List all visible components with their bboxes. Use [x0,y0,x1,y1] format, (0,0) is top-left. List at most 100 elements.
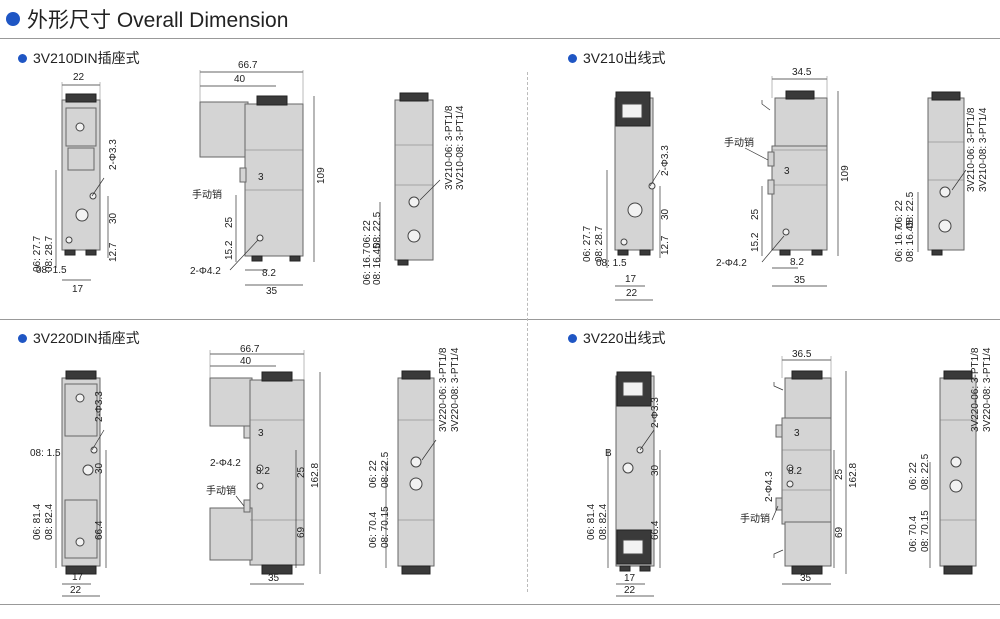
q2-d152: 15.2 [750,232,761,252]
q3-v08: 3V220-08: 3-PT1/4 [450,347,461,432]
section-bullet-icon [568,53,577,63]
q3-side-view [209,350,321,585]
q3-hole: 2-Φ4.2 [210,458,241,469]
q2-pt2: 2-Φ3.3 [660,145,671,176]
q4-end-view [929,370,977,575]
q1-h06: 06: 27.7 [32,235,43,272]
section-3v220-wire: 3V220出线式 [568,328,665,348]
q1-side-view [199,70,315,286]
q3-d664: 66.4 [94,520,105,540]
q4-q08: 08: 70.15 [920,510,931,552]
title-rule [0,38,1000,39]
q2-n3: 3 [784,166,790,177]
q2-w17: 17 [625,274,637,285]
q4-q06: 06: 70.4 [908,515,919,552]
q2-hole: 2-Φ4.2 [716,258,747,269]
section-bullet-icon [18,333,27,343]
section-bullet-icon [568,333,577,343]
title-bullet-icon [6,12,20,26]
q1-v06: 3V210-06: 3-PT1/8 [444,105,455,190]
q2-v08: 3V210-08: 3-PT1/4 [978,107,989,192]
q2-manual: 手动销 [724,136,754,149]
q3-t40: 40 [240,356,252,367]
q2-v06: 3V210-06: 3-PT1/8 [966,107,977,192]
q3-h06: 06: 81.4 [32,503,43,540]
q1-end-view [379,92,441,266]
q4-front-view [607,371,661,597]
q3-d30: 30 [94,462,105,474]
q3-d69: 69 [296,526,307,538]
q4-h06: 06: 81.4 [586,503,597,540]
q2-q08: 08: 16.45 [905,220,916,262]
q1-front-view [55,82,109,281]
q1-h109: 109 [316,167,327,184]
q1-d127: 12.7 [108,242,119,262]
q2-p06: 06: 22 [894,200,905,228]
section-3v210-din: 3V210DIN插座式 [18,48,140,68]
q4-pt43: 2-Φ4.3 [764,471,775,502]
q4-v08: 3V220-08: 3-PT1/4 [982,347,993,432]
q2-w35: 35 [794,275,806,286]
q2-q06: 06: 16.7 [894,225,905,262]
q4-w17: 17 [624,573,636,584]
q4-pt2: 2-Φ3.3 [650,397,661,428]
q3-w17: 17 [72,572,84,583]
q1-d25: 25 [224,216,235,228]
q2-p08: 08: 22.5 [905,191,916,228]
q4-d69: 69 [834,526,845,538]
q3-front-view [55,370,107,597]
q2-d30: 30 [660,208,671,220]
page-title: 外形尺寸 Overall Dimension [6,4,288,34]
q3-b08: 08: 1.5 [30,448,61,459]
section-bullet-icon [18,53,27,63]
q4-p06: 06: 22 [908,462,919,490]
q2-d25: 25 [750,208,761,220]
q3-h08: 08: 82.4 [44,503,55,540]
q1-w35: 35 [266,286,278,297]
q4-w22: 22 [624,585,636,596]
q1-q06: 06: 16.7 [362,248,373,285]
q3-pt2: 2-Φ3.3 [94,391,105,422]
q1-w17: 17 [72,284,84,295]
q1-t667: 66.7 [238,60,258,71]
q4-d30: 30 [650,464,661,476]
q2-h109: 109 [840,165,851,182]
q4-manual: 手动销 [740,512,770,525]
q3-w22: 22 [70,585,82,596]
q4-d664: 66.4 [650,520,661,540]
q4-b: B [605,448,612,459]
q2-front-view [606,91,661,301]
q4-d25: 25 [834,468,845,480]
q2-d127: 12.7 [660,235,671,255]
vertical-divider [527,72,528,592]
bottom-rule [0,604,1000,605]
q4-h1628: 162.8 [848,463,859,488]
q1-h08: 08: 28.7 [44,235,55,272]
q3-end-view [385,370,437,575]
q1-d30: 30 [108,212,119,224]
q4-side-view [771,356,847,585]
q3-d82: 8.2 [256,466,270,477]
q4-p08: 08: 22.5 [920,453,931,490]
q3-h1628: 162.8 [310,463,321,488]
middle-rule [0,319,1000,320]
q4-w35: 35 [800,573,812,584]
q2-w345: 34.5 [792,67,812,78]
q1-b08: 08: 1.5 [36,265,67,276]
q2-d82: 8.2 [790,257,804,268]
q4-v06: 3V220-06: 3-PT1/8 [970,347,981,432]
q1-t40: 40 [234,74,246,85]
q3-w35: 35 [268,573,280,584]
q4-w365: 36.5 [792,349,812,360]
q3-v06: 3V220-06: 3-PT1/8 [438,347,449,432]
q1-pt2: 2-Φ3.3 [108,139,119,170]
q4-d82: 8.2 [788,466,802,477]
q1-manual: 手动销 [192,188,222,201]
q2-h08: 08: 28.7 [594,225,605,262]
q1-p08: 08: 22.5 [372,211,383,248]
q1-d82: 8.2 [262,268,276,279]
q1-d152: 15.2 [224,240,235,260]
q3-manual: 手动销 [206,484,236,497]
q3-q06: 06: 70.4 [368,511,379,548]
